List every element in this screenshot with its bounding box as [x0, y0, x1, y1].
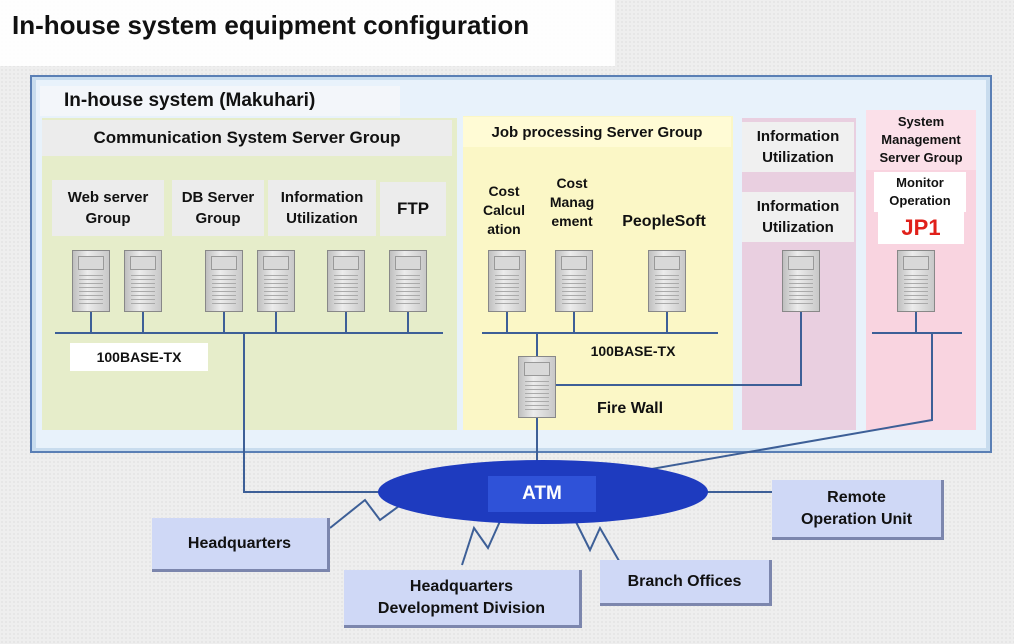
hq-dev-line2: Development Division [377, 599, 546, 617]
hq-development-box: Headquarters Development Division [344, 570, 582, 628]
sysmgmt-title-line2: Management [881, 132, 961, 147]
comm-network-label: 100BASE-TX [70, 343, 208, 371]
headquarters-box: Headquarters [152, 518, 330, 572]
comm-group-title: Communication System Server Group [42, 120, 452, 156]
job-network-label: 100BASE-TX [590, 343, 676, 359]
cost-calc-line3: ation [487, 220, 521, 237]
info-sub-line1: Information [756, 198, 840, 215]
atm-label: ATM [488, 476, 596, 512]
web-server-1 [72, 250, 110, 312]
peoplesoft-server [648, 250, 686, 312]
monitor-operation-label: Monitor Operation [874, 172, 966, 212]
web-server-2 [124, 250, 162, 312]
firewall-device [518, 356, 556, 418]
job-group-title: Job processing Server Group [463, 117, 731, 147]
hq-dev-link [461, 509, 506, 566]
comm-group-panel [42, 118, 457, 430]
info-group-title: Information Utilization [742, 122, 854, 172]
info-sub-line2: Utilization [762, 219, 834, 236]
branch-link [569, 509, 623, 567]
monitor-line2: Operation [889, 193, 951, 208]
cost-management-server [555, 250, 593, 312]
info-utilization-server [327, 250, 365, 312]
sysmgmt-group-title: System Management Server Group [866, 110, 976, 170]
page-title: In-house system equipment configuration [12, 10, 530, 40]
info-group-sub-label: Information Utilization [742, 192, 854, 242]
cost-mgmt-line2: Manag [549, 193, 595, 210]
firewall-to-info-line [556, 312, 802, 386]
hq-dev-line1: Headquarters [409, 577, 514, 595]
peoplesoft-label: PeopleSoft [622, 213, 706, 230]
cost-mgmt-line3: ement [551, 212, 593, 229]
title-bar [0, 0, 615, 66]
remote-line2: Operation Unit [800, 510, 913, 528]
cost-calc-line2: Calcul [482, 201, 525, 218]
db-server-1 [205, 250, 243, 312]
remote-line1: Remote [827, 488, 886, 506]
cost-calc-line1: Cost [488, 182, 520, 199]
branch-offices-box: Branch Offices [600, 560, 772, 606]
info-group-server [782, 250, 820, 312]
comm-info-label-line2: Utilization [286, 210, 358, 227]
ftp-server [389, 250, 427, 312]
comm-info-label-line1: Information [280, 189, 364, 206]
jp1-label: JP1 [878, 212, 964, 244]
db-server-label-line2: Group [195, 210, 241, 227]
cost-calculation-server [488, 250, 526, 312]
db-server-group-label: DB Server Group [172, 180, 264, 236]
cost-calculation-label: Cost Calcul ation [476, 180, 532, 240]
web-server-label-line2: Group [85, 210, 131, 227]
remote-operation-box: Remote Operation Unit [772, 480, 944, 540]
monitor-server [897, 250, 935, 312]
cost-management-label: Cost Manag ement [542, 172, 602, 232]
info-group-title-line2: Utilization [762, 149, 834, 166]
monitor-line1: Monitor [896, 175, 944, 190]
system-title: In-house system (Makuhari) [40, 86, 400, 116]
info-group-title-line1: Information [756, 128, 840, 145]
firewall-label: Fire Wall [596, 400, 664, 417]
mgmt-to-atm-line [599, 333, 933, 479]
sysmgmt-title-line1: System [897, 114, 945, 129]
sysmgmt-title-line3: Server Group [879, 150, 963, 165]
web-server-group-label: Web server Group [52, 180, 164, 236]
cost-mgmt-line1: Cost [556, 174, 588, 191]
comm-to-atm-line [243, 333, 440, 493]
web-server-label-line1: Web server [67, 189, 149, 206]
db-server-label-line1: DB Server [181, 189, 255, 206]
comm-info-utilization-label: Information Utilization [268, 180, 376, 236]
db-server-2 [257, 250, 295, 312]
ftp-label: FTP [380, 182, 446, 236]
